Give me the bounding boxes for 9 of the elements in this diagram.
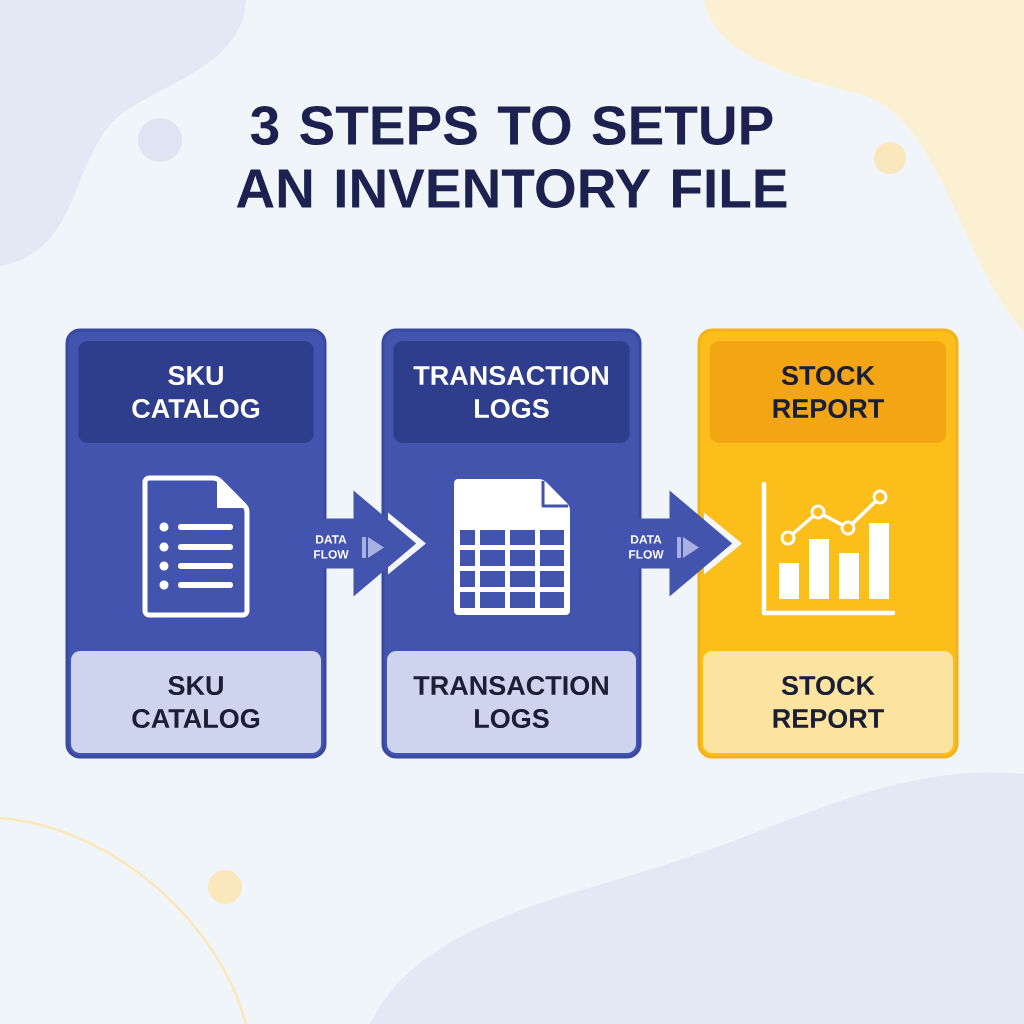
title: 3 STEPS TO SETUP AN INVENTORY FILE: [236, 106, 787, 208]
edge-label: DATA FLOW: [309, 533, 353, 561]
header-band: STOCK REPORT: [710, 341, 946, 443]
footer-band: SKU CATALOG: [71, 651, 321, 753]
header-band: SKU CATALOG: [78, 341, 314, 443]
header-band: TRANSACTION LOGS: [393, 341, 630, 443]
footer-band: TRANSACTION LOGS: [387, 651, 636, 753]
edge-label: DATA FLOW: [624, 533, 668, 561]
footer-band: STOCK REPORT: [703, 651, 953, 753]
